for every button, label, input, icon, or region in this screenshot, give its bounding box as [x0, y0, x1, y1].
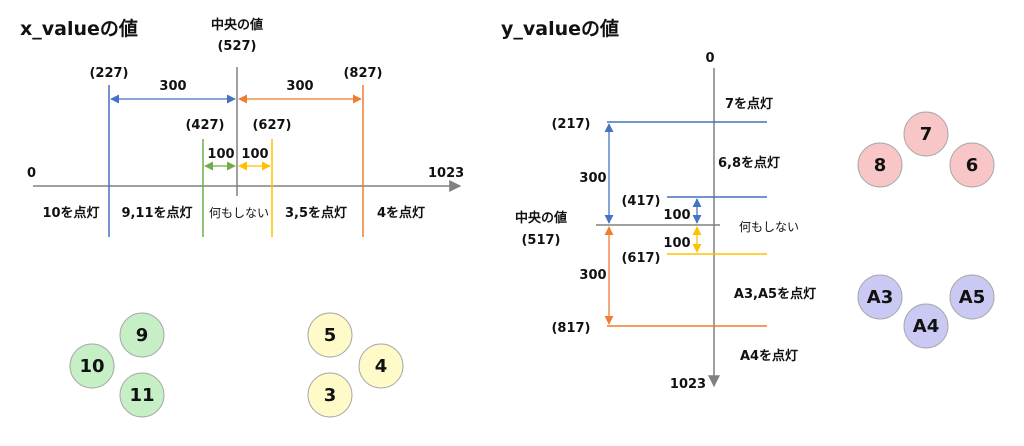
led-circle-a5 — [949, 274, 995, 320]
y-center-value: (517) — [521, 233, 560, 248]
led-group-green: 9 10 11 — [69, 312, 165, 418]
y-zone-5: A4を点灯 — [740, 348, 798, 364]
led-label-a3: A3 — [867, 287, 893, 308]
x-center-value: (527) — [217, 39, 256, 54]
x-label-227: (227) — [89, 66, 128, 81]
led-group-purple: A3 A5 A4 — [857, 274, 995, 349]
x-value-panel: x_valueの値 中央の値 (527) 0 1023 (227) (827) … — [20, 17, 464, 237]
x-span-right: 300 — [286, 79, 313, 94]
x-span-left: 300 — [159, 79, 186, 94]
led-circle-11 — [119, 372, 165, 418]
x-zone-2: 9,11を点灯 — [121, 205, 192, 221]
y-label-817: (817) — [551, 321, 590, 336]
y-axis-end: 1023 — [670, 377, 706, 392]
led-label-a4: A4 — [913, 316, 939, 337]
led-label-10: 10 — [79, 356, 104, 377]
x-label-827: (827) — [343, 66, 382, 81]
led-group-yellow: 5 4 3 — [307, 312, 404, 418]
x-zone-5: 4を点灯 — [377, 205, 425, 221]
led-label-3: 3 — [324, 385, 337, 406]
led-label-6: 6 — [966, 155, 979, 176]
led-circle-8 — [857, 142, 903, 188]
y-span-inner-top: 100 — [663, 208, 690, 223]
y-zone-3: 何もしない — [739, 220, 799, 234]
led-group-red: 7 8 6 — [857, 111, 995, 188]
x-zone-3: 何もしない — [209, 206, 269, 220]
y-zone-4: A3,A5を点灯 — [734, 286, 816, 302]
y-zone-1: 7を点灯 — [725, 96, 773, 112]
y-center-label: 中央の値 — [515, 210, 567, 226]
x-label-427: (427) — [185, 118, 224, 133]
y-span-top: 300 — [579, 171, 606, 186]
y-label-617: (617) — [621, 251, 660, 266]
led-circle-4 — [358, 343, 404, 389]
x-panel-title: x_valueの値 — [20, 18, 138, 40]
led-circle-a4 — [903, 303, 949, 349]
y-zone-2: 6,8を点灯 — [718, 155, 780, 171]
led-circle-6 — [949, 142, 995, 188]
x-axis-start: 0 — [27, 166, 36, 181]
x-zone-1: 10を点灯 — [42, 205, 99, 221]
led-label-a5: A5 — [959, 287, 985, 308]
y-label-417: (417) — [621, 194, 660, 209]
y-axis-start: 0 — [705, 51, 714, 66]
y-span-inner-bottom: 100 — [663, 236, 690, 251]
x-center-label: 中央の値 — [211, 17, 263, 33]
x-label-627: (627) — [252, 118, 291, 133]
y-label-217: (217) — [551, 117, 590, 132]
y-value-panel: y_valueの値 0 1023 (217) (417) (617) (817)… — [501, 18, 816, 392]
led-label-8: 8 — [874, 155, 887, 176]
x-axis-end: 1023 — [428, 166, 464, 181]
x-span-inner-left: 100 — [207, 147, 234, 162]
led-label-7: 7 — [920, 124, 933, 145]
led-circle-7 — [903, 111, 949, 157]
led-label-4: 4 — [375, 356, 388, 377]
led-circle-a3 — [857, 274, 903, 320]
led-label-5: 5 — [324, 325, 337, 346]
y-span-bottom: 300 — [579, 268, 606, 283]
y-panel-title: y_valueの値 — [501, 18, 619, 40]
x-span-inner-right: 100 — [241, 147, 268, 162]
x-zone-4: 3,5を点灯 — [285, 205, 347, 221]
led-circle-10 — [69, 343, 115, 389]
led-label-9: 9 — [136, 325, 149, 346]
led-circle-5 — [307, 312, 353, 358]
led-circle-3 — [307, 372, 353, 418]
led-label-11: 11 — [129, 385, 154, 406]
led-circle-9 — [119, 312, 165, 358]
